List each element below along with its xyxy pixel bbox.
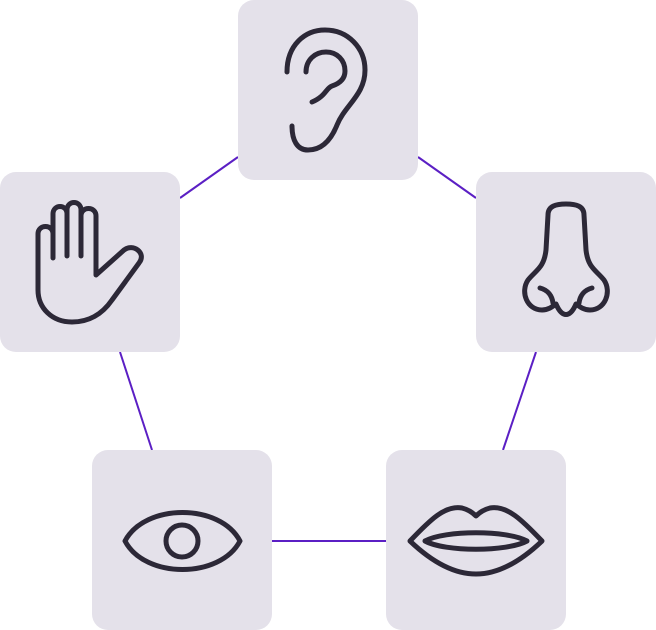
nose-icon [522,201,610,317]
edge-smell-taste [502,351,537,451]
node-smell [476,172,656,352]
edge-hearing-smell [417,156,477,199]
node-taste [386,450,566,630]
lips-icon [407,505,545,577]
hand-icon [35,200,144,325]
ear-icon [284,27,368,153]
node-sight [92,450,272,630]
edge-sight-touch [119,351,153,451]
edges [119,156,537,542]
node-hearing [238,0,418,180]
node-touch [0,172,180,352]
eye-icon [122,510,243,572]
edge-touch-hearing [179,156,239,199]
